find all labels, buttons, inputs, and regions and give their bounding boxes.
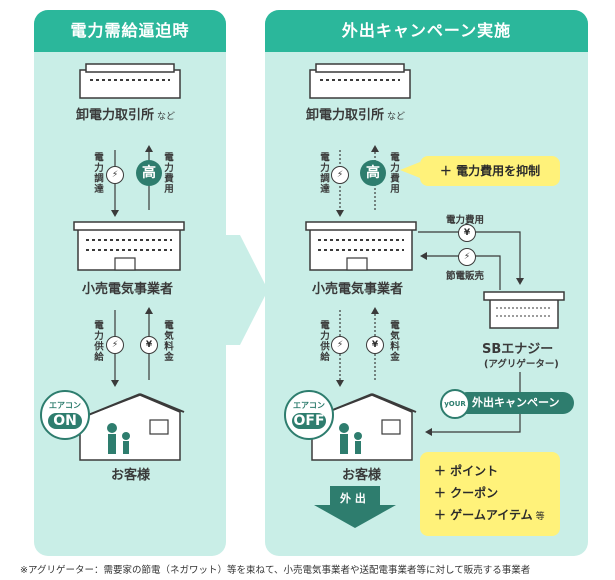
right-cost-label-2: 電力費用 (446, 215, 485, 226)
house-icon-right (307, 393, 417, 461)
right-yen-icon: ¥ (458, 224, 476, 242)
your-logo: yOUR (440, 389, 470, 419)
left-yen-icon: ¥ (140, 336, 158, 354)
left-power-icon: ⚡ (106, 166, 124, 184)
right-panel-title: 外出キャンペーン実施 (265, 10, 588, 52)
left-panel-title: 電力需給逼迫時 (34, 10, 226, 52)
right-customer-label: お客様 (342, 468, 382, 483)
saving-sale-label: 節電販売 (446, 271, 485, 282)
left-supply-label: 電力供給 (92, 320, 103, 362)
go-out-arrow (314, 486, 396, 528)
left-retailer-label: 小売電気事業者 (82, 282, 174, 297)
benefit-point: ＋ ポイント (434, 464, 499, 478)
right-power-icon-2: ⚡ (331, 336, 349, 354)
benefits-box: ＋ ポイント ＋ クーポン ＋ ゲームアイテム等 (420, 452, 560, 536)
right-supply-label: 電力供給 (318, 320, 329, 362)
right-procurement-label: 電力調達 (318, 152, 329, 194)
left-customer-label: お客様 (111, 468, 151, 483)
benefit-game-item: ＋ ゲームアイテム等 (434, 508, 545, 522)
right-wholesale-label: 卸電力取引所など (306, 108, 406, 123)
left-fee-label: 電気料金 (162, 320, 173, 362)
retailer-building-icon (73, 221, 185, 271)
right-ac-off-badge: エアコン OFF (284, 390, 334, 440)
left-procurement-label: 電力調達 (92, 152, 103, 194)
left-panel: 電力需給逼迫時 (34, 10, 226, 556)
house-icon (75, 393, 185, 461)
benefit-coupon: ＋ クーポン (434, 486, 499, 500)
campaign-pill: 外出キャンペーン (456, 392, 574, 414)
footnote: ※アグリゲーター：需要家の節電（ネガワット）等を束ねて、小売電気事業者や送配電事… (20, 565, 531, 576)
aggregator-server-icon (483, 291, 565, 329)
left-wholesale-label: 卸電力取引所など (76, 108, 176, 123)
go-out-label: 外 出 (340, 492, 366, 505)
right-power-icon: ⚡ (331, 166, 349, 184)
wholesale-building-icon-right (309, 63, 411, 99)
left-power-icon-2: ⚡ (106, 336, 124, 354)
aggregator-label: SBエナジー (482, 342, 554, 357)
suppress-cost-box: ＋ 電力費用を抑制 (420, 156, 560, 186)
aggregator-sub-label: (アグリゲーター) (484, 359, 559, 370)
right-power-icon-3: ⚡ (458, 248, 476, 266)
right-high-badge: 高 (360, 160, 386, 186)
right-fee-label: 電気料金 (388, 320, 399, 362)
left-high-badge: 高 (136, 160, 162, 186)
wholesale-building-icon (79, 63, 181, 99)
retailer-building-icon-right (305, 221, 417, 271)
right-cost-label: 電力費用 (388, 152, 399, 194)
right-yen-icon-2: ¥ (366, 336, 384, 354)
left-ac-on-badge: エアコン ON (40, 390, 90, 440)
right-retailer-label: 小売電気事業者 (312, 282, 404, 297)
left-cost-label: 電力費用 (162, 152, 173, 194)
right-panel: 外出キャンペーン実施 (265, 10, 588, 556)
transition-chevron (226, 235, 268, 345)
